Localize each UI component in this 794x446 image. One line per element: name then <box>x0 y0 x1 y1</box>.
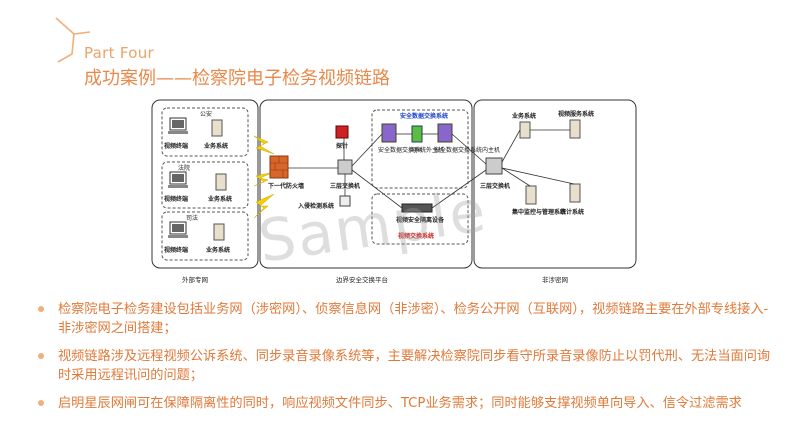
data-exchange-box <box>371 109 469 189</box>
centralized-server-icon <box>525 185 537 205</box>
network-diagram: 公安 视频终端 业务系统 法院 视频终端 业务系统 司法 视频终端 业务系统 下… <box>150 96 640 296</box>
org-label-3: 司法 <box>186 214 198 222</box>
system-label-2: 业务系统 <box>208 195 232 203</box>
zone-label-external: 外部专网 <box>182 275 208 284</box>
slide-title: 成功案例——检察院电子检务视频链路 <box>84 68 390 89</box>
platform-node-label: 视频服务系统 <box>558 110 594 118</box>
firewall-label: 下一代防火墙 <box>268 182 304 190</box>
terminal-label-3: 视频终端 <box>164 246 188 254</box>
terminal-label-2: 视频终端 <box>164 195 188 203</box>
probe-icon <box>335 125 349 139</box>
gatekeeper-label: 网闸 <box>410 146 422 154</box>
lightning-icon-3 <box>253 193 275 219</box>
bullet-list: 检察院电子检务建设包括业务网（涉密网）、侦察信息网（非涉密）、检务公开网（互联网… <box>36 300 776 422</box>
bullet-text-2: 视频链路涉及远程视频公诉系统、同步录音录像系统等，主要解决检察院同步看守所录音录… <box>58 349 771 383</box>
bullet-text-3: 启明星辰网闸可在保障隔离性的同时，响应视频文件同步、TCP业务需求；同时能够支撑… <box>58 396 742 411</box>
exchange-inner-label: 安全数据交换系统内主机 <box>434 146 500 154</box>
ids-label: 入侵检测系统 <box>297 202 334 210</box>
centralized-node-label: 集中监控与管理系统 <box>511 208 566 216</box>
org-label-2: 法院 <box>178 164 190 172</box>
system-label-3: 业务系统 <box>206 246 230 254</box>
network-links <box>288 129 575 209</box>
exchange-inner-icon <box>437 123 453 143</box>
external-group-1: 公安 视频终端 业务系统 <box>161 107 249 157</box>
gatekeeper-icon <box>411 125 423 143</box>
audit-server-icon <box>569 183 581 203</box>
firewall-icon <box>269 155 289 179</box>
terminal-label-1: 视频终端 <box>164 142 188 150</box>
bullet-item-3: 启明星辰网闸可在保障隔离性的同时，响应视频文件同步、TCP业务需求；同时能够支撑… <box>36 394 776 413</box>
bullet-item-2: 视频链路涉及远程视频公诉系统、同步录音录像系统等，主要解决检察院同步看守所录音录… <box>36 347 776 385</box>
external-group-3: 司法 视频终端 业务系统 <box>161 211 249 261</box>
bullet-dot-icon <box>38 306 44 312</box>
zone-external <box>151 99 259 269</box>
l3-switch-left-icon <box>337 159 353 175</box>
data-exchange-title: 安全数据交换系统 <box>400 112 448 120</box>
zone-label-boundary: 边界安全交换平台 <box>336 275 388 284</box>
external-group-2: 法院 视频终端 业务系统 <box>161 161 249 209</box>
org-label-1: 公安 <box>200 110 212 118</box>
video-exchange-title: 视频交换系统 <box>398 232 434 240</box>
part-label: Part Four <box>84 44 155 62</box>
star-logo-icon <box>55 17 91 63</box>
business-server-icon <box>519 121 531 139</box>
bullet-dot-icon <box>38 400 44 406</box>
probe-label: 探针 <box>336 142 348 150</box>
audit-node-label: 审计系统 <box>560 208 584 216</box>
lightning-icon-1 <box>253 135 275 155</box>
bullet-text-1: 检察院电子检务建设包括业务网（涉密网）、侦察信息网（非涉密）、检务公开网（互联网… <box>58 302 769 336</box>
bullet-item-1: 检察院电子检务建设包括业务网（涉密网）、侦察信息网（非涉密）、检务公开网（互联网… <box>36 300 776 338</box>
business-node-label: 业务系统 <box>512 112 536 120</box>
bullet-dot-icon <box>38 353 44 359</box>
platform-server-icon <box>569 119 581 139</box>
l3-switch-right-icon <box>485 157 503 175</box>
l3-switch-right-label: 三层交换机 <box>480 182 510 190</box>
exchange-outer-icon <box>381 123 397 143</box>
system-label-1: 业务系统 <box>204 142 228 150</box>
exchange-outer-label: 安全数据交换系统外主机 <box>378 146 444 154</box>
video-gateway-label: 视频安全隔离设备 <box>396 216 445 224</box>
video-exchange-box <box>371 193 469 245</box>
zone-internal <box>473 99 637 269</box>
zone-label-internal: 非涉密网 <box>542 275 568 284</box>
